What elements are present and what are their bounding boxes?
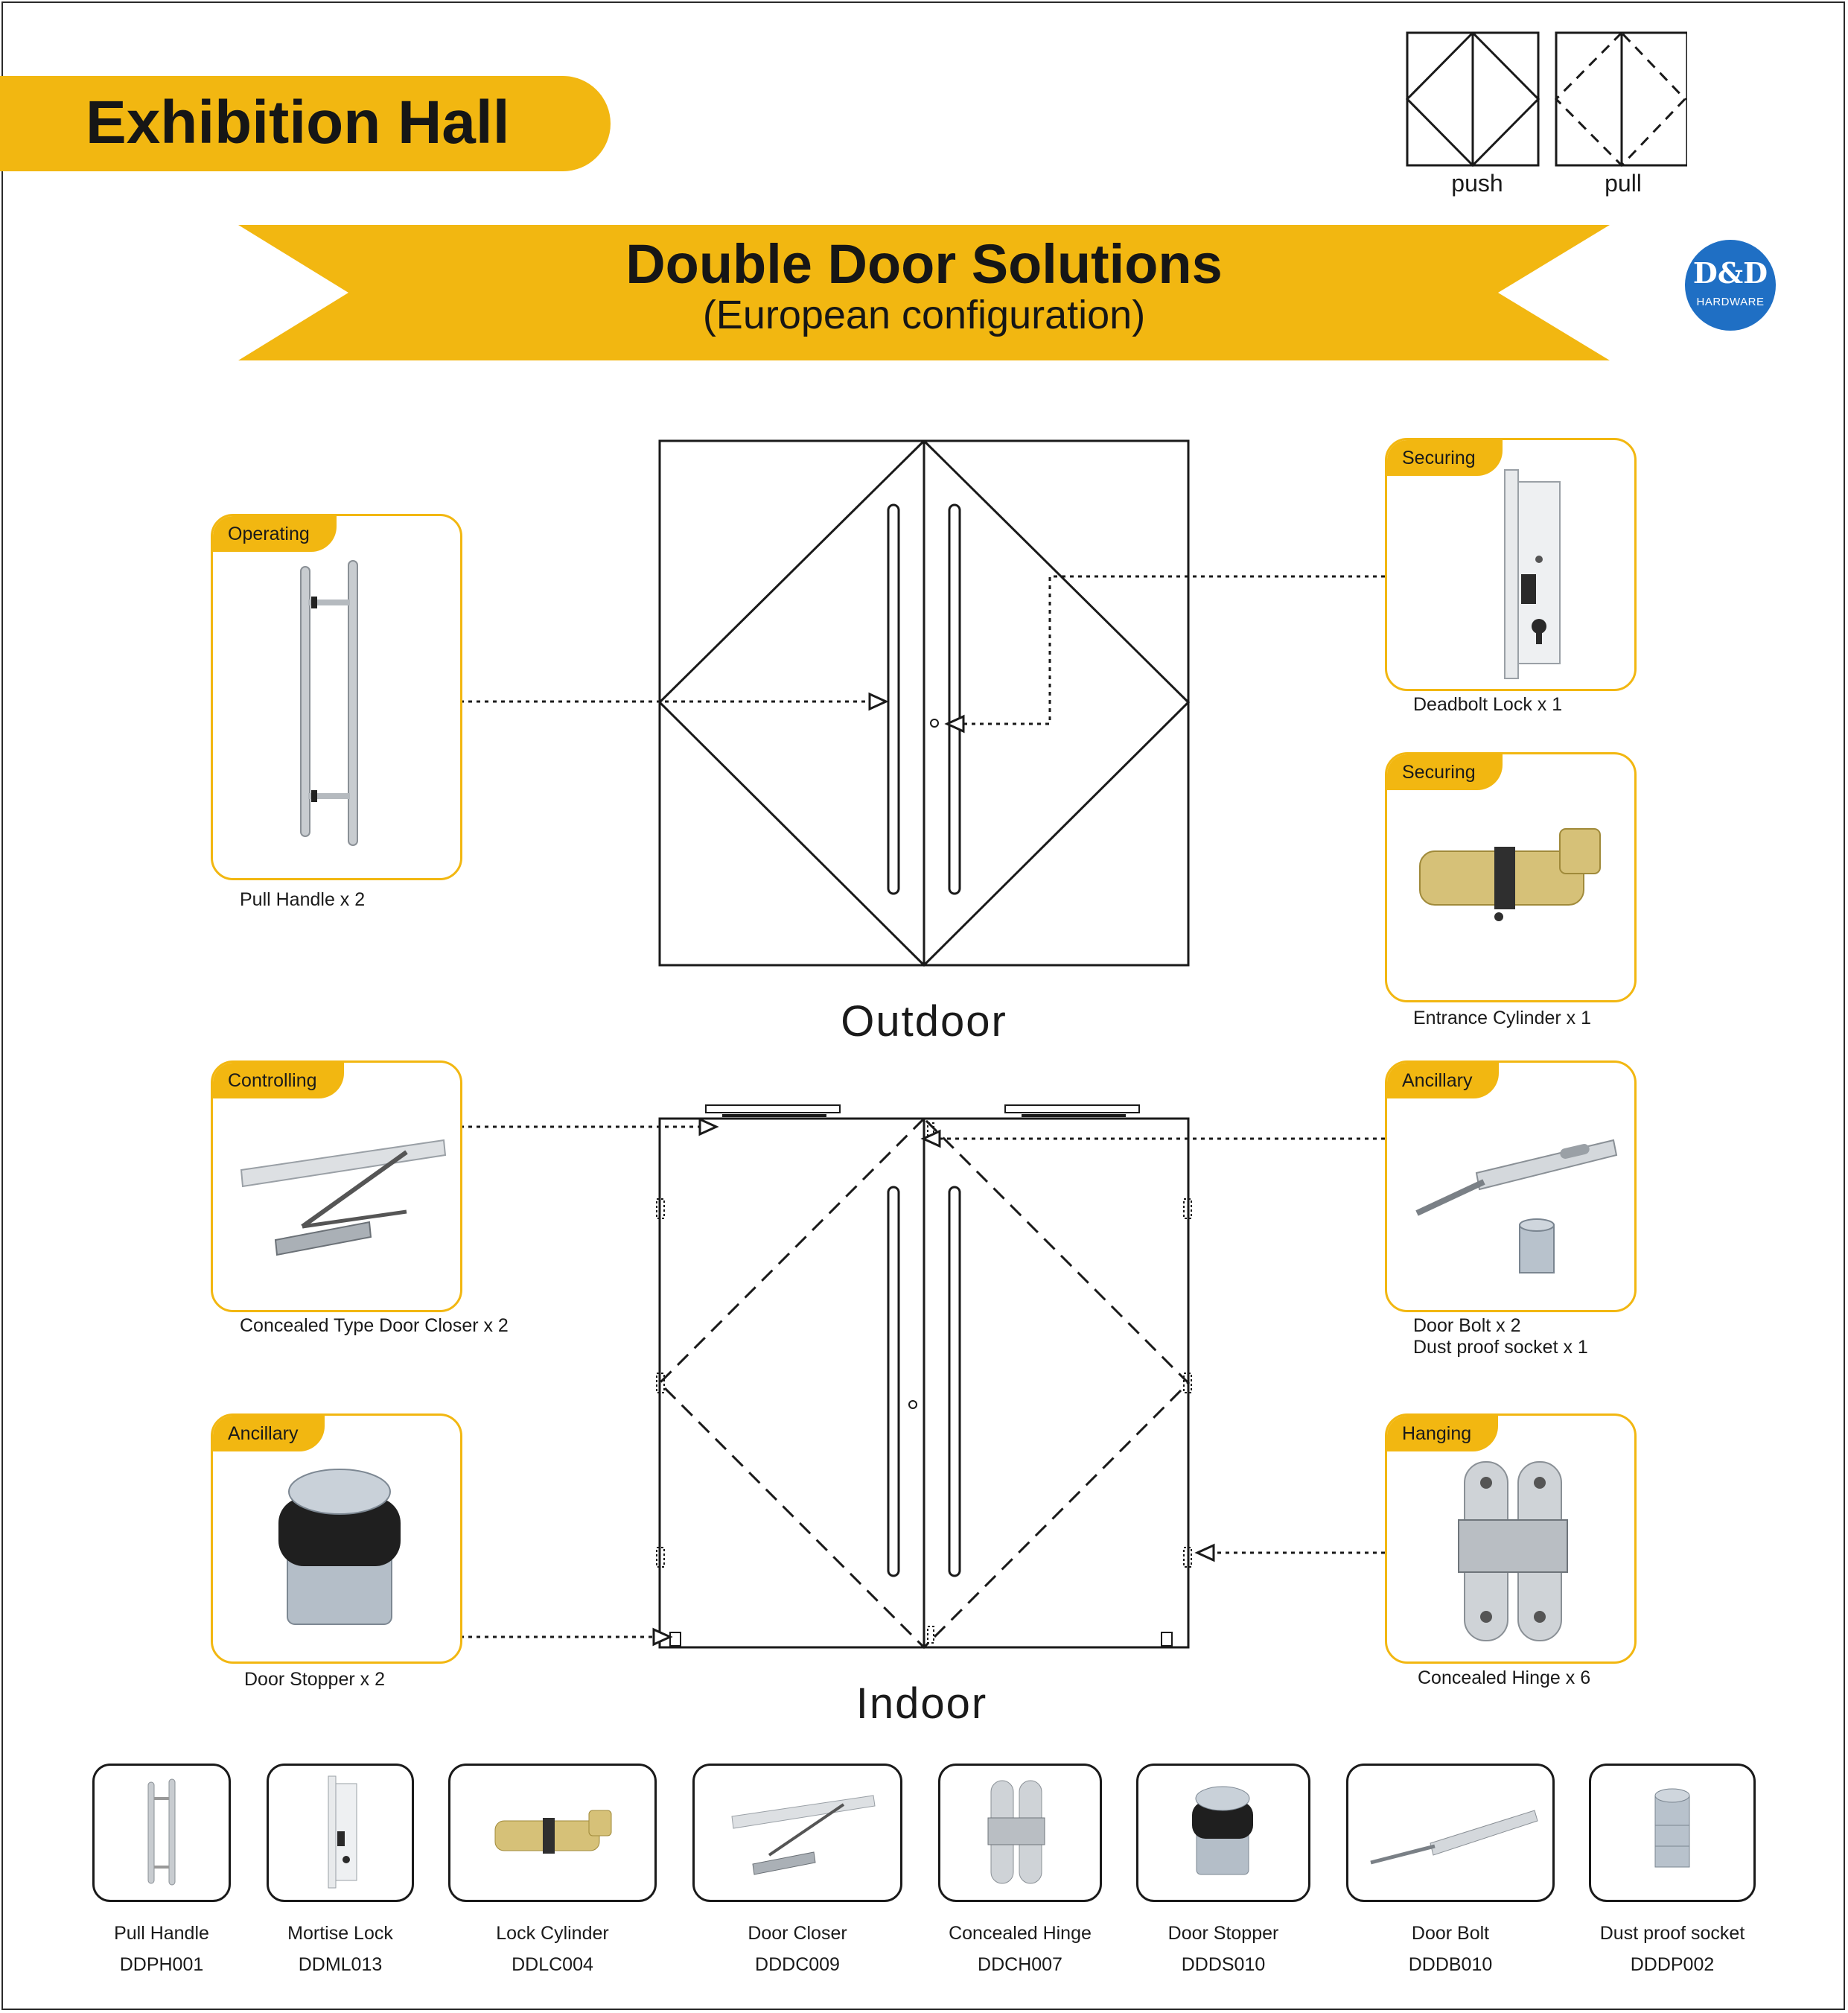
product-code: DDPH001 bbox=[119, 1954, 204, 1975]
product-name: Dust proof socket bbox=[1599, 1923, 1745, 1944]
logo-mark: D&D bbox=[1692, 256, 1768, 290]
push-pull-legend bbox=[1405, 31, 1687, 168]
page-title: Exhibition Hall bbox=[86, 89, 510, 156]
ribbon-banner bbox=[238, 225, 1610, 360]
indoor-label: Indoor bbox=[856, 1679, 988, 1728]
outdoor-label: Outdoor bbox=[841, 997, 1007, 1046]
callout-pull-handle: Operating bbox=[211, 514, 462, 880]
product-name: Door Bolt bbox=[1411, 1923, 1490, 1944]
callout-caption-secondary: Dust proof socket x 1 bbox=[1413, 1337, 1588, 1358]
door-closer-thumb bbox=[731, 1795, 876, 1875]
product-card-mortise-lock[interactable] bbox=[267, 1764, 414, 1902]
callout-category: Securing bbox=[1387, 754, 1503, 790]
indoor-door-diagram bbox=[656, 1104, 1192, 1650]
product-code: DDLC004 bbox=[512, 1954, 593, 1975]
door-bolt-thumb bbox=[1370, 1810, 1538, 1865]
callout-category: Ancillary bbox=[213, 1416, 325, 1451]
product-card-door-bolt[interactable] bbox=[1346, 1764, 1555, 1902]
callout-caption: Door Bolt x 2 bbox=[1413, 1315, 1521, 1336]
callout-entrance-cylinder: Securing bbox=[1385, 752, 1637, 1002]
door-bolt-image bbox=[1415, 1139, 1618, 1273]
callout-category: Controlling bbox=[213, 1063, 344, 1098]
logo-text: HARDWARE bbox=[1696, 296, 1765, 308]
door-stopper-thumb bbox=[1192, 1786, 1253, 1875]
callout-door-stopper: Ancillary bbox=[211, 1413, 462, 1664]
callout-caption: Pull Handle x 2 bbox=[240, 889, 366, 910]
pull-icon bbox=[1554, 31, 1687, 168]
product-name: Mortise Lock bbox=[287, 1923, 393, 1944]
product-code: DDML013 bbox=[298, 1954, 383, 1975]
pull-label: pull bbox=[1605, 170, 1642, 197]
concealed-hinge-image bbox=[1458, 1461, 1568, 1641]
outdoor-door-diagram bbox=[657, 439, 1191, 967]
dust-proof-socket-thumb bbox=[1654, 1788, 1690, 1868]
product-card-door-closer[interactable] bbox=[692, 1764, 902, 1902]
product-code: DDDP002 bbox=[1630, 1954, 1715, 1975]
product-card-lock-cylinder[interactable] bbox=[448, 1764, 657, 1902]
callout-deadbolt-lock: Securing bbox=[1385, 438, 1637, 691]
title-banner bbox=[0, 76, 611, 171]
product-code: DDCH007 bbox=[978, 1954, 1062, 1975]
door-closer-image bbox=[240, 1139, 447, 1256]
product-code: DDDB010 bbox=[1408, 1954, 1493, 1975]
callout-category: Hanging bbox=[1387, 1416, 1499, 1451]
callout-door-closer: Controlling bbox=[211, 1060, 462, 1312]
product-code: DDDC009 bbox=[755, 1954, 840, 1975]
product-card-pull-handle[interactable] bbox=[92, 1764, 231, 1902]
pull-handle-thumb bbox=[147, 1778, 176, 1886]
product-name: Pull Handle bbox=[114, 1923, 209, 1944]
banner-title: Double Door Solutions bbox=[625, 233, 1223, 295]
product-card-dust-proof-socket[interactable] bbox=[1589, 1764, 1756, 1902]
product-card-door-stopper[interactable] bbox=[1136, 1764, 1310, 1902]
callout-door-bolt: Ancillary bbox=[1385, 1060, 1637, 1312]
product-name: Lock Cylinder bbox=[496, 1923, 609, 1944]
product-code: DDDS010 bbox=[1181, 1954, 1266, 1975]
banner-subtitle: (European configuration) bbox=[702, 293, 1146, 337]
callout-caption: Concealed Hinge x 6 bbox=[1418, 1667, 1591, 1688]
product-name: Concealed Hinge bbox=[949, 1923, 1092, 1944]
door-stopper-image bbox=[278, 1469, 401, 1625]
callout-caption: Entrance Cylinder x 1 bbox=[1413, 1008, 1592, 1028]
callout-caption: Deadbolt Lock x 1 bbox=[1413, 694, 1563, 715]
push-icon bbox=[1405, 31, 1540, 168]
callout-category: Operating bbox=[213, 516, 337, 552]
callout-caption: Door Stopper x 2 bbox=[244, 1669, 385, 1690]
mortise-lock-image bbox=[1504, 469, 1561, 679]
callout-caption: Concealed Type Door Closer x 2 bbox=[240, 1315, 509, 1336]
brand-logo: D&D HARDWARE bbox=[1685, 240, 1776, 331]
mortise-lock-thumb bbox=[328, 1775, 357, 1889]
product-card-concealed-hinge[interactable] bbox=[938, 1764, 1102, 1902]
lock-cylinder-image bbox=[1419, 828, 1601, 921]
product-name: Door Closer bbox=[748, 1923, 847, 1944]
callout-concealed-hinge: Hanging bbox=[1385, 1413, 1637, 1664]
pull-handle-image bbox=[300, 560, 358, 846]
callout-category: Securing bbox=[1387, 440, 1503, 476]
product-name: Door Stopper bbox=[1167, 1923, 1279, 1944]
callout-category: Ancillary bbox=[1387, 1063, 1500, 1098]
push-label: push bbox=[1451, 170, 1503, 197]
lock-cylinder-thumb bbox=[494, 1810, 612, 1854]
concealed-hinge-thumb bbox=[987, 1780, 1045, 1884]
